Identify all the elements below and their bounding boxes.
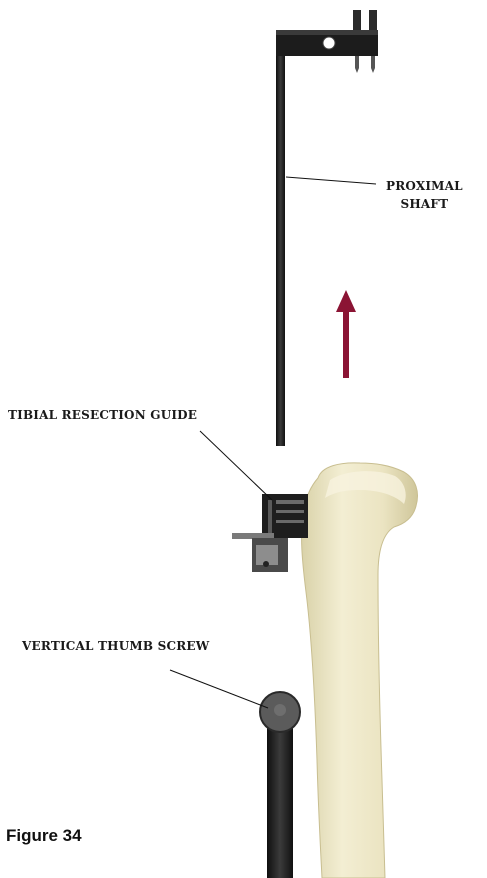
proximal-label-line2: SHAFT <box>386 195 463 213</box>
figure-caption: Figure 34 <box>6 826 82 846</box>
tibial-resection-guide-label: TIBIAL RESECTION GUIDE <box>8 406 197 424</box>
tibial-resection-guide <box>232 494 308 572</box>
top-bar-hole <box>323 37 335 49</box>
upward-arrow <box>336 290 356 378</box>
proximal-label-line1: PROXIMAL <box>386 177 463 195</box>
proximal-shaft-rod <box>276 38 285 446</box>
proximal-shaft-label: PROXIMAL SHAFT <box>386 177 463 213</box>
tibial-guide-leader <box>200 431 272 500</box>
thumb-screw-leader <box>170 670 268 708</box>
proximal-shaft-leader <box>286 177 376 184</box>
vertical-thumb-screw-label: VERTICAL THUMB SCREW <box>22 637 209 655</box>
tibia-bone <box>302 463 418 878</box>
top-bar-highlight <box>276 30 378 35</box>
thumb-screw-center <box>274 704 286 716</box>
